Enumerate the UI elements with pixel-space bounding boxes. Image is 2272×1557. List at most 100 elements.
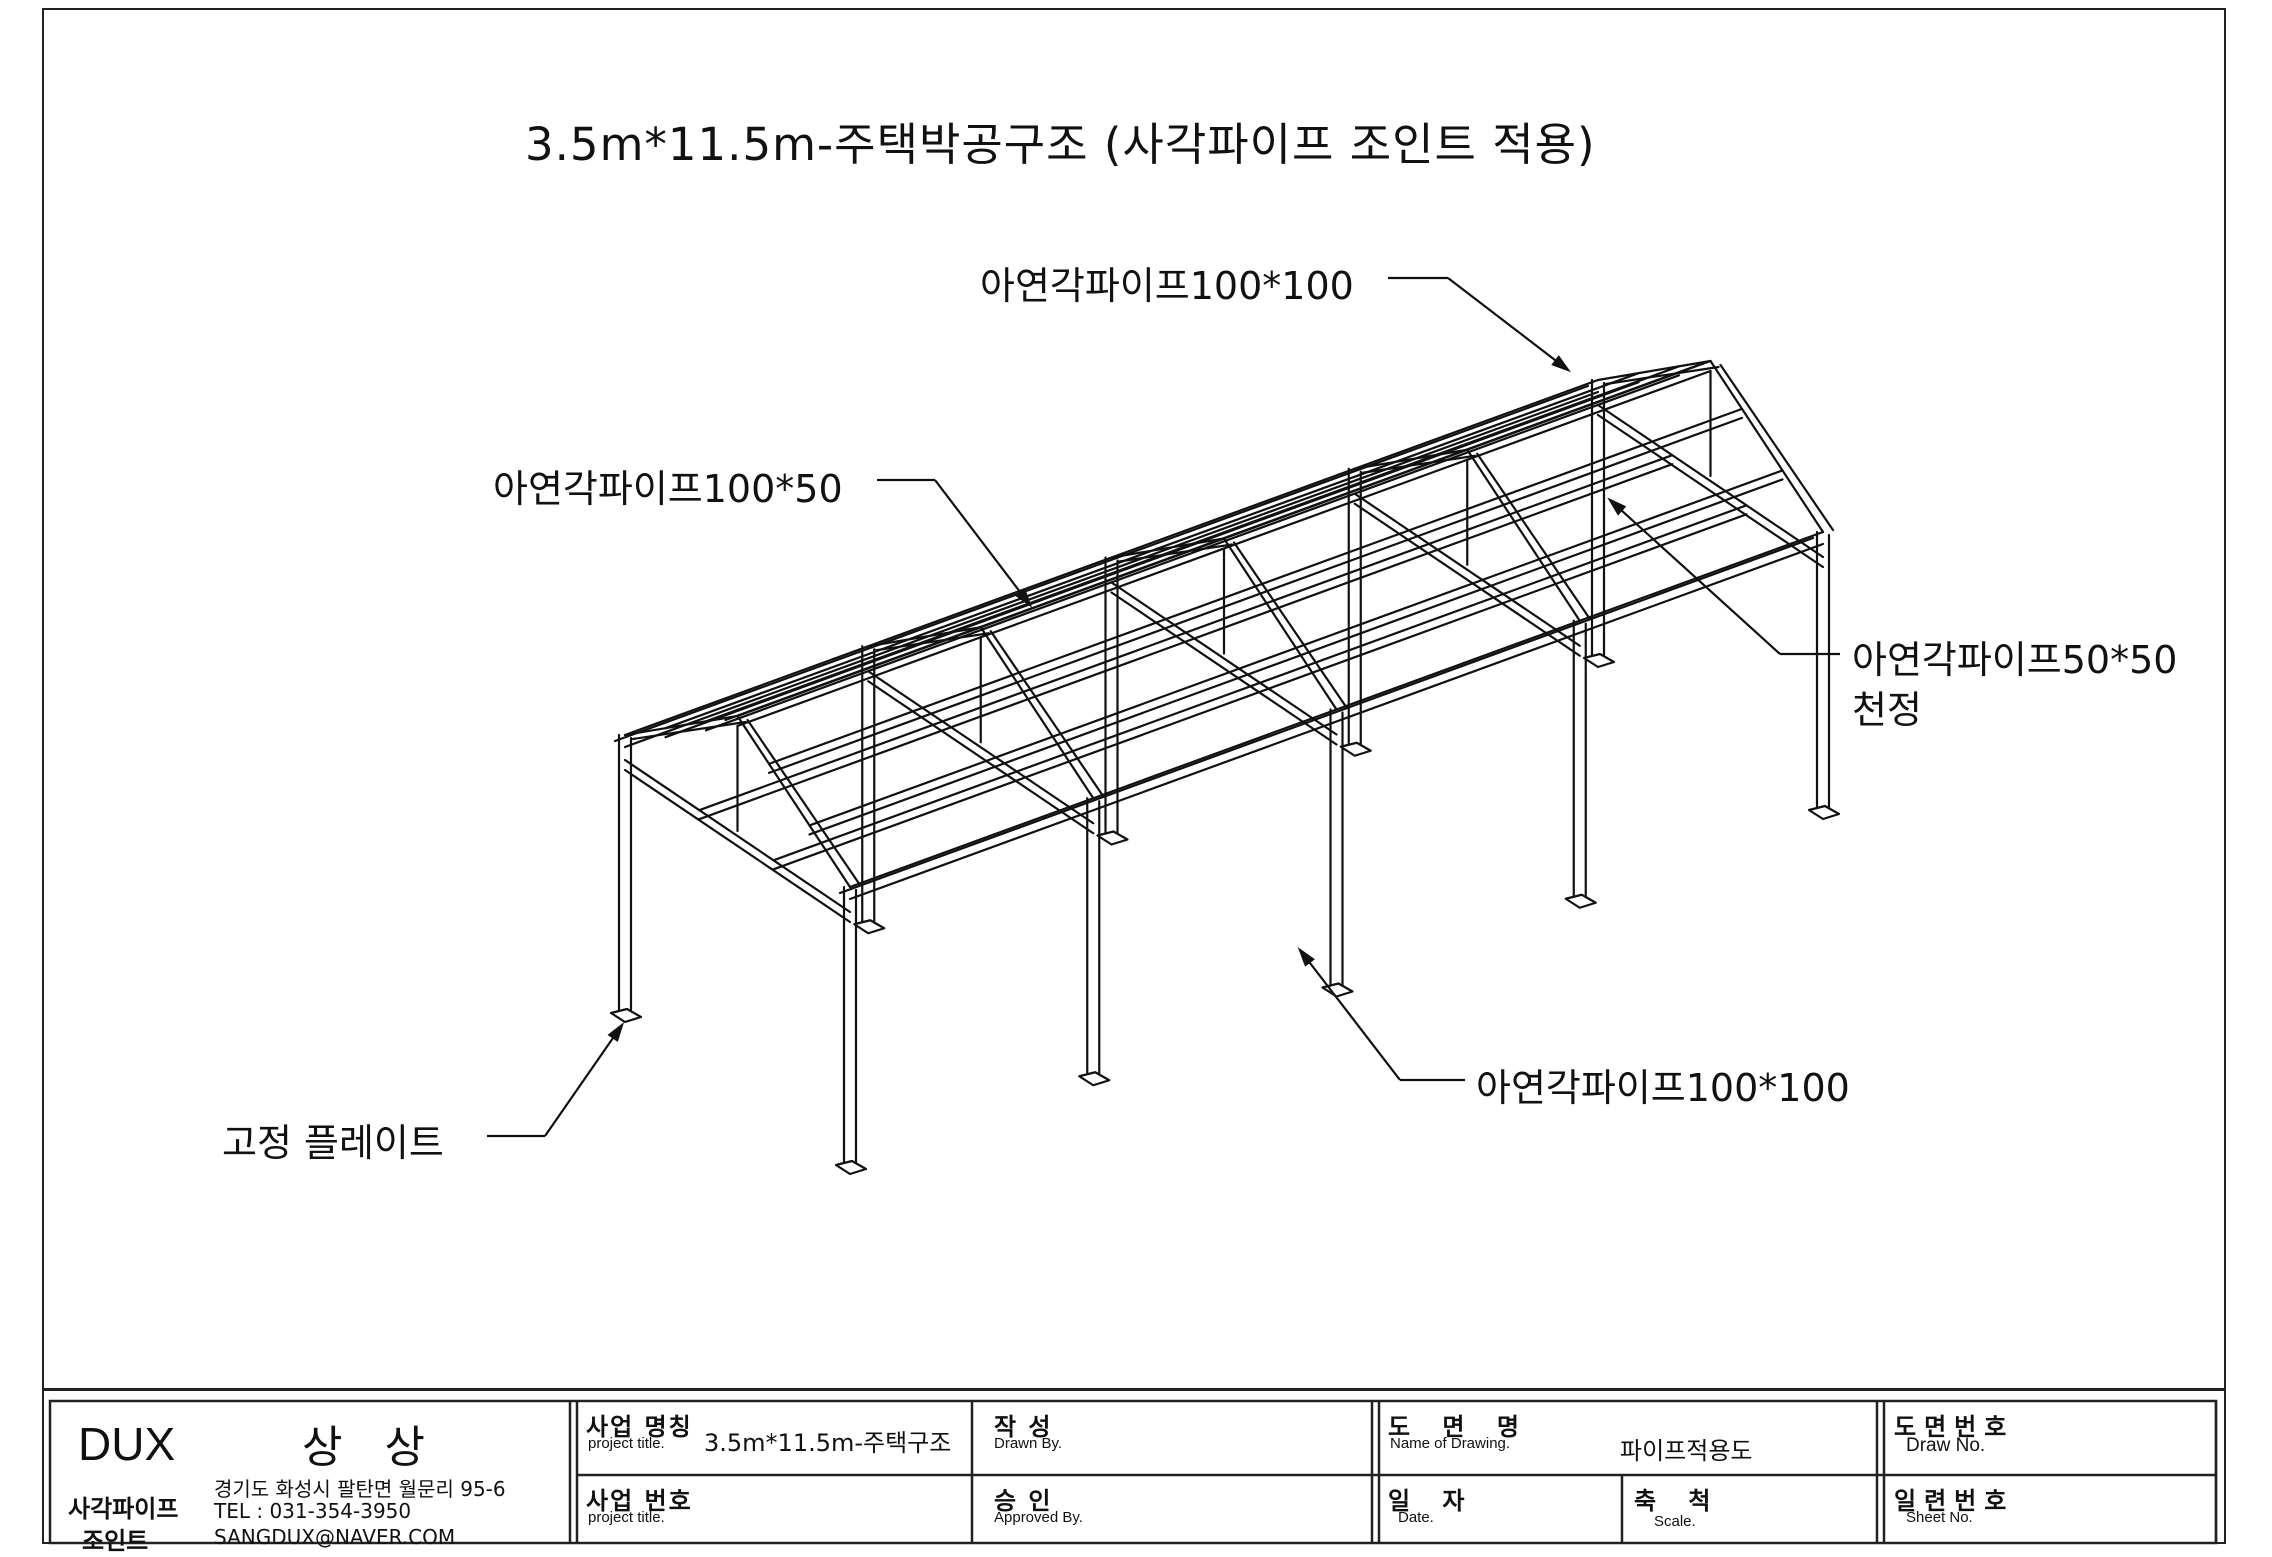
date-label: 일 자: [1388, 1487, 1477, 1515]
ceiling-joist: [867, 670, 1095, 825]
rafter-leader-arrowhead: [1015, 588, 1033, 608]
project-name-value: 3.5m*11.5m-주택구조: [704, 1429, 952, 1457]
label-ridge-pipe: 아연각파이프100*100: [980, 264, 1354, 308]
label-ceiling-pipe: 아연각파이프50*50: [1852, 638, 2178, 682]
column-leader: [1299, 949, 1401, 1081]
rafter: [1709, 359, 1825, 534]
ceiling-joist: [623, 758, 852, 914]
leader-lines: [487, 276, 1840, 1138]
rafter: [867, 626, 982, 648]
product-line-1: 사각파이프: [68, 1495, 179, 1523]
base-plate: [609, 1007, 643, 1024]
base-plate: [1339, 741, 1372, 757]
title-block: DUX 상 상 사각파이프 조인트 경기도 화성시 팔탄면 월문리 95-6 T…: [42, 1388, 2226, 1555]
label-base-plate: 고정 플레이트: [222, 1121, 444, 1165]
purlin: [704, 374, 1681, 732]
label-rafter-pipe: 아연각파이프100*50: [493, 467, 843, 511]
ceiling-pipe: [772, 504, 1748, 862]
ceiling-joist: [1353, 502, 1581, 657]
eave-beam: [623, 390, 1600, 749]
company-phone: TEL : 031-354-3950: [214, 1499, 412, 1523]
date-sub: Date.: [1398, 1509, 1434, 1526]
drawing-name-value: 파이프적용도: [1620, 1437, 1753, 1465]
company-address: 경기도 화성시 팔탄면 월문리 95-6: [214, 1477, 506, 1501]
draw-number-sub: Draw No.: [1906, 1435, 1986, 1456]
scale-label: 축 척: [1634, 1487, 1723, 1515]
rafter: [1596, 359, 1712, 382]
drawing-title: 3.5m*11.5m-주택박공구조 (사각파이프 조인트 적용): [525, 118, 1596, 171]
ceiling-pipe: [698, 463, 1674, 821]
project-name-sub: project title.: [588, 1435, 665, 1452]
base-plate: [834, 1159, 868, 1176]
rafter: [623, 714, 739, 737]
rafter: [1110, 537, 1226, 559]
rafter: [631, 720, 747, 741]
rafter: [1719, 363, 1835, 532]
plate-leader-arrowhead: [607, 1021, 625, 1043]
rafter: [1604, 365, 1720, 386]
ceiling-leader-arrowhead: [1607, 497, 1627, 516]
base-plate: [1321, 982, 1354, 998]
rafter: [1118, 543, 1234, 563]
ceiling-pipe: [698, 454, 1674, 812]
ceiling-joist: [1353, 492, 1581, 647]
purlin: [808, 478, 1784, 836]
base-plate: [1096, 830, 1129, 846]
rafter: [1466, 448, 1581, 622]
plate-leader: [544, 1024, 623, 1137]
base-plate: [1582, 652, 1616, 669]
label-column-pipe: 아연각파이프100*100: [1476, 1066, 1850, 1110]
rafter: [1232, 541, 1348, 709]
approved-by-label: 승 인: [994, 1487, 1053, 1515]
ridge-beam: [724, 363, 1700, 722]
title-block-grid: [48, 1399, 2218, 1545]
company-name: DUX: [78, 1418, 176, 1470]
ceiling-pipe: [772, 513, 1748, 871]
project-number-sub: project title.: [588, 1509, 665, 1526]
rafter: [989, 630, 1105, 798]
scale-sub: Scale.: [1654, 1513, 1696, 1530]
sheet-number-sub: Sheet No.: [1906, 1509, 1973, 1526]
column-leader-arrowhead: [1297, 947, 1315, 967]
drawing-name-label: 도 면 명: [1388, 1413, 1531, 1441]
rafter: [1476, 452, 1591, 620]
ceiling-joist: [623, 768, 852, 924]
eave-beam: [838, 536, 1815, 895]
eave-beam: [848, 542, 1825, 901]
purlin: [767, 416, 1744, 774]
project-name-label: 사업 명칭: [586, 1413, 693, 1441]
project-number-label: 사업 번호: [586, 1487, 693, 1515]
base-plate: [1078, 1071, 1111, 1087]
ceiling-joist: [1596, 403, 1825, 559]
ceiling-joist: [1110, 591, 1338, 746]
drawn-by-sub: Drawn By.: [994, 1435, 1063, 1452]
steel-frame: [609, 359, 1841, 1176]
rafter-leader: [934, 479, 1031, 606]
ceiling-joist: [1110, 581, 1338, 736]
rafter: [875, 632, 990, 652]
rafter: [736, 714, 852, 889]
base-plate: [1564, 893, 1597, 909]
sheet-number-label: 일련번호: [1894, 1487, 2015, 1515]
ridge-leader: [1447, 277, 1569, 371]
ridge-leader-arrowhead: [1551, 355, 1571, 373]
rafter: [1222, 537, 1338, 711]
ceiling-joist: [1596, 413, 1825, 569]
product-line-2: 조인트: [82, 1527, 149, 1555]
base-plate: [1807, 804, 1841, 821]
drawn-by-label: 작 성: [994, 1413, 1053, 1441]
rafter: [979, 626, 1095, 800]
draw-number-label: 도면번호: [1894, 1413, 2015, 1441]
ceiling-joist: [867, 680, 1095, 835]
approved-by-sub: Approved By.: [994, 1509, 1083, 1526]
eave-beam: [613, 384, 1590, 743]
company-email: SANGDUX@NAVER.COM: [214, 1525, 456, 1549]
rafter: [746, 718, 862, 887]
company-korean-name: 상 상: [302, 1422, 439, 1473]
rafter: [1353, 448, 1469, 470]
drawing-name-sub: Name of Drawing.: [1390, 1435, 1511, 1452]
rafter: [1361, 454, 1477, 474]
label-ceiling: 천정: [1852, 688, 1922, 732]
